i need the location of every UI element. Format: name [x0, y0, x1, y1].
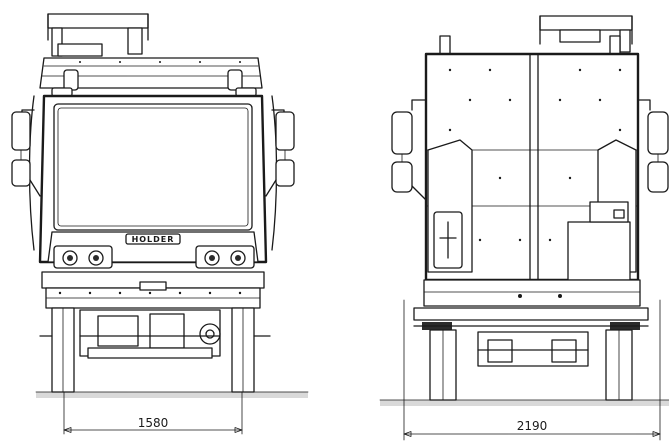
- front-right-mirror: [265, 109, 295, 197]
- rear-right-mirror: [637, 99, 669, 193]
- rear-control-box: [567, 201, 631, 281]
- rear-dimension-label: 2190: [517, 419, 548, 433]
- front-dimension: 1580: [63, 391, 243, 435]
- rear-axle: [477, 331, 589, 367]
- rear-top-crane: [439, 15, 633, 55]
- front-top-crane: [47, 13, 149, 57]
- rear-bumper: [413, 307, 649, 321]
- front-badge: HOLDER: [132, 235, 175, 244]
- rear-frame: [423, 279, 641, 307]
- rear-dimension: 2190: [403, 299, 661, 441]
- front-right-headlights: [195, 245, 255, 269]
- front-left-headlights: [53, 245, 113, 269]
- front-ground: [36, 392, 308, 398]
- rear-ground: [380, 400, 669, 406]
- front-roof: [39, 57, 263, 89]
- front-cab-frame: [38, 94, 268, 264]
- front-dimension-label: 1580: [138, 416, 169, 430]
- front-view: HOLDER: [11, 13, 309, 435]
- rear-view: 2190: [379, 15, 669, 441]
- rear-cross-panel: [433, 211, 463, 269]
- rear-left-mirror: [391, 99, 427, 201]
- front-left-mirror: [11, 109, 41, 197]
- rear-body-rivets: [448, 68, 622, 242]
- front-windshield: [53, 103, 253, 231]
- front-axle: [79, 309, 221, 359]
